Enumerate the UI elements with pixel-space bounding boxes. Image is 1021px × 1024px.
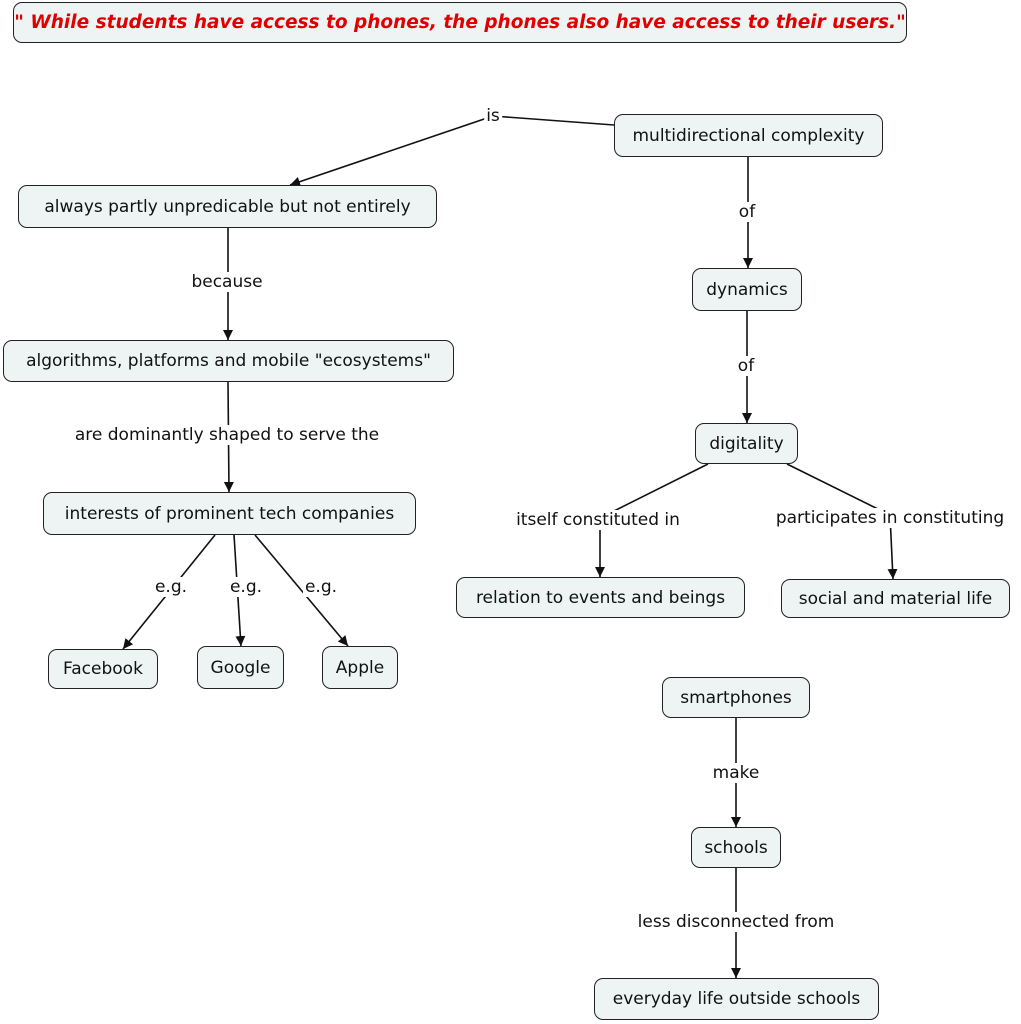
- concept-relation[interactable]: relation to events and beings: [456, 577, 745, 618]
- link-label-make: make: [710, 763, 762, 783]
- edge-is-a: [492, 115, 615, 126]
- concept-social[interactable]: social and material life: [781, 579, 1010, 618]
- link-label-eg-facebook: e.g.: [152, 577, 190, 597]
- link-label-eg-google: e.g.: [227, 577, 265, 597]
- concept-multidirectional-complexity[interactable]: multidirectional complexity: [614, 114, 883, 157]
- edge-participates-a: [786, 463, 891, 516]
- concept-schools[interactable]: schools: [691, 827, 781, 868]
- link-label-participates: participates in constituting: [773, 508, 1007, 528]
- edge-eg-apple: [254, 534, 349, 647]
- link-label-because: because: [189, 272, 265, 292]
- link-label-is: is: [484, 106, 502, 126]
- concept-google[interactable]: Google: [197, 646, 284, 689]
- concept-facebook[interactable]: Facebook: [48, 649, 158, 689]
- concept-algorithms[interactable]: algorithms, platforms and mobile "ecosys…: [3, 340, 454, 382]
- link-label-of-2: of: [735, 356, 757, 376]
- concept-smartphones[interactable]: smartphones: [662, 677, 810, 718]
- link-label-disconnected: less disconnected from: [635, 912, 837, 932]
- edge-is-b: [289, 115, 494, 187]
- edge-constituted-a: [599, 463, 709, 519]
- link-label-shaped: are dominantly shaped to serve the: [72, 425, 382, 445]
- concept-apple[interactable]: Apple: [322, 646, 398, 689]
- concept-unpredictable[interactable]: always partly unpredicable but not entir…: [18, 185, 437, 228]
- link-label-of-1: of: [736, 202, 758, 222]
- concept-everyday-life[interactable]: everyday life outside schools: [594, 978, 879, 1020]
- concept-digitality[interactable]: digitality: [695, 423, 798, 464]
- link-label-eg-apple: e.g.: [302, 577, 340, 597]
- link-label-constituted: itself constituted in: [514, 510, 682, 530]
- concept-interests[interactable]: interests of prominent tech companies: [43, 492, 416, 535]
- concept-dynamics[interactable]: dynamics: [692, 268, 802, 311]
- quote-banner: " While students have access to phones, …: [13, 2, 907, 43]
